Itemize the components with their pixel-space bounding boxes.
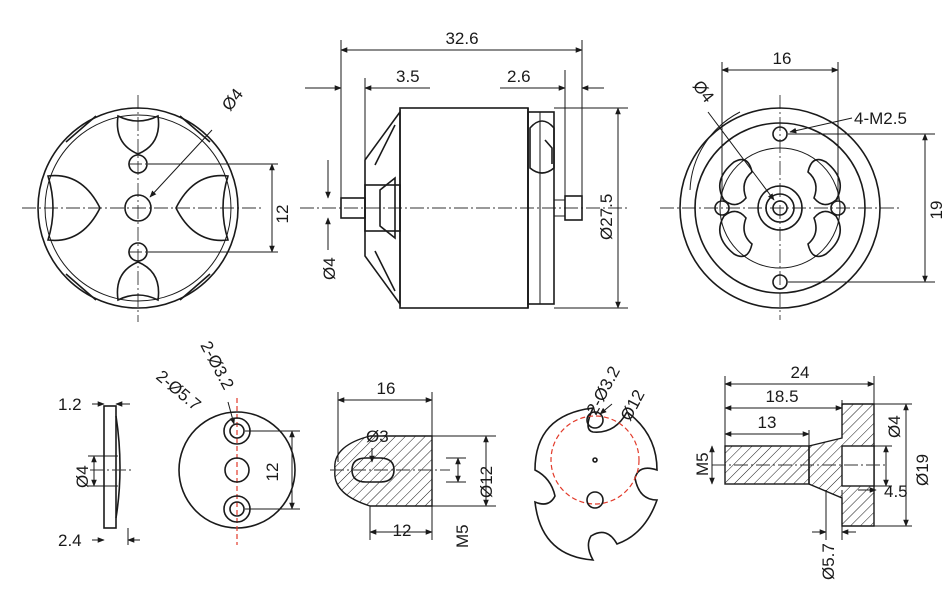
side-body-dia-label: Ø27.5: [597, 194, 616, 240]
side-view: 32.6 3.5 2.6 Ø4 Ø27.5: [300, 29, 630, 309]
prop-mount-view: 2-Ø3.2 Ø12: [534, 363, 659, 561]
front-view: Ø4 12: [22, 85, 292, 322]
washer-view: 1.2 Ø4 2.4: [58, 395, 140, 550]
front-hole-spacing-label: 12: [273, 205, 292, 224]
rear-view: 16 19 Ø4 4-M2.5: [660, 49, 946, 320]
prop-circle-label: Ø12: [617, 387, 649, 424]
cone-base-len-label: 12: [393, 521, 412, 540]
rear-thread-label: 4-M2.5: [854, 109, 907, 128]
adapter-view: 24 18.5 13 M5 Ø4 Ø19 4.5 Ø5.7: [693, 363, 932, 580]
rear-hole-h-label: 16: [773, 49, 792, 68]
plate-small-holes-label: 2-Ø3.2: [196, 338, 237, 393]
side-rear-ext-label: 2.6: [507, 67, 531, 86]
adapter-length-a-label: 18.5: [765, 387, 798, 406]
cone-base-dia-label: Ø12: [477, 466, 496, 498]
rear-hole-v-label: 19: [927, 201, 946, 220]
side-length-label: 32.6: [445, 29, 478, 48]
cone-bore-label: Ø3: [366, 427, 389, 446]
washer-bore-label: Ø4: [73, 465, 92, 488]
side-shaft-dia-label: Ø4: [320, 257, 339, 280]
cone-length-label: 16: [377, 379, 396, 398]
side-shaft-ext-label: 3.5: [396, 67, 420, 86]
plate-view: 12 2-Ø3.2 2-Ø5.7: [152, 338, 300, 545]
cone-view: 16 Ø3 Ø12 12 M5: [330, 379, 496, 548]
front-shaft-dia-label: Ø4: [218, 85, 247, 115]
adapter-thread-label: M5: [693, 452, 712, 476]
prop-holes-label: 2-Ø3.2: [583, 363, 624, 418]
adapter-hub-dia-label: Ø5.7: [819, 543, 838, 580]
washer-height-label: 2.4: [58, 531, 82, 550]
adapter-length-b-label: 13: [758, 413, 777, 432]
adapter-bore-label: Ø4: [885, 415, 904, 438]
plate-spacing-label: 12: [263, 463, 282, 482]
plate-large-holes-label: 2-Ø5.7: [152, 367, 204, 415]
washer-thickness-label: 1.2: [58, 395, 82, 414]
cone-thread-label: M5: [453, 524, 472, 548]
adapter-total-label: 24: [791, 363, 810, 382]
adapter-flange-len-label: 4.5: [884, 482, 908, 501]
adapter-flange-dia-label: Ø19: [913, 454, 932, 486]
rear-bore-label: Ø4: [689, 77, 718, 107]
